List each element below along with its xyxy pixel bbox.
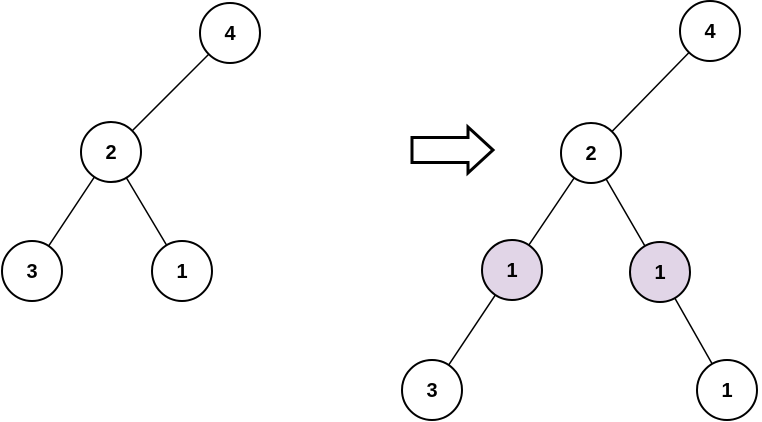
tree-node-1: 1 xyxy=(151,240,213,302)
node-label: 2 xyxy=(585,143,596,165)
tree-node-3: 3 xyxy=(1,240,63,302)
right-arrow-icon xyxy=(410,123,496,177)
node-label: 1 xyxy=(176,261,187,283)
node-circle xyxy=(560,122,622,184)
node-label: 1 xyxy=(654,262,665,284)
node-label: 2 xyxy=(105,142,116,164)
node-circle xyxy=(401,359,463,421)
node-label: 4 xyxy=(224,23,236,45)
node-label: 1 xyxy=(721,380,732,402)
node-label: 3 xyxy=(26,261,37,283)
node-label: 4 xyxy=(704,21,716,43)
transform-arrow xyxy=(410,123,496,177)
tree-node-3: 3 xyxy=(401,359,463,421)
tree-node-1-highlighted: 1 xyxy=(481,239,543,301)
node-label: 1 xyxy=(506,260,517,282)
tree-node-1: 1 xyxy=(696,359,758,421)
node-circle xyxy=(679,0,741,62)
node-circle xyxy=(199,2,261,64)
node-circle xyxy=(696,359,758,421)
edges-layer xyxy=(31,30,728,391)
node-circle xyxy=(481,239,543,301)
tree-node-1-highlighted: 1 xyxy=(629,241,691,303)
node-circle xyxy=(629,241,691,303)
node-circle xyxy=(1,240,63,302)
tree-node-2: 2 xyxy=(80,121,142,183)
node-circle xyxy=(80,121,142,183)
node-label: 3 xyxy=(426,380,437,402)
tree-node-4: 4 xyxy=(199,2,261,64)
tree-node-2: 2 xyxy=(560,122,622,184)
tree-node-4: 4 xyxy=(679,0,741,62)
node-circle xyxy=(151,240,213,302)
